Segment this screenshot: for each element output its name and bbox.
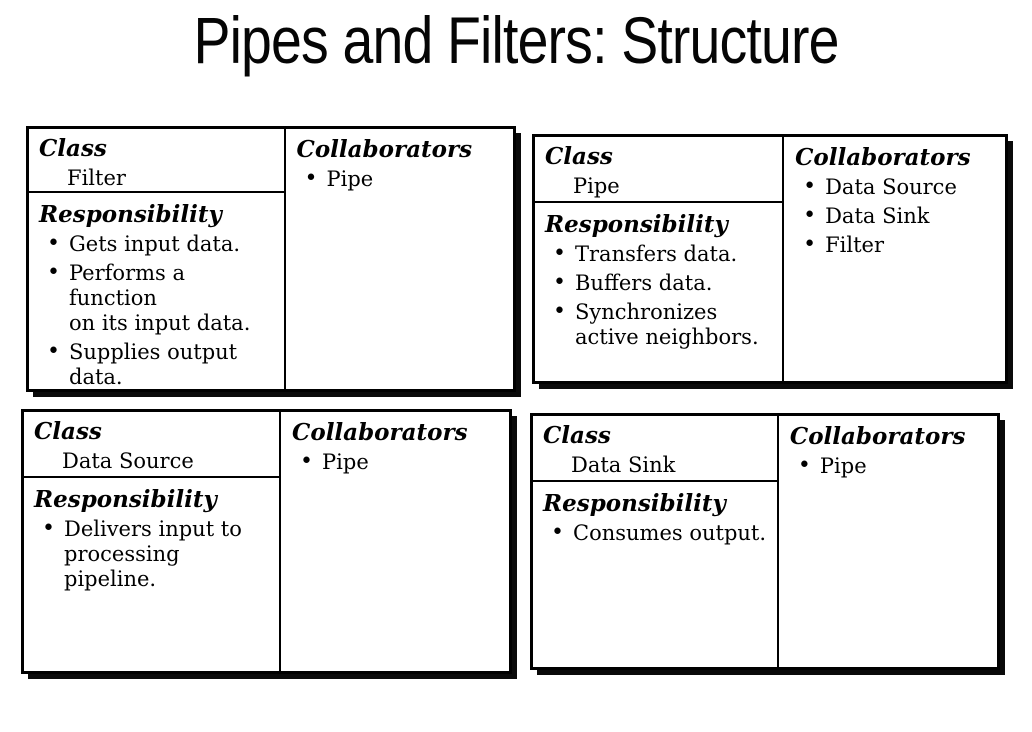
collaborators-section: Collaborators Data SourceData SinkFilter (784, 137, 1005, 381)
card-left-column: Class Pipe Responsibility Transfers data… (535, 137, 785, 381)
responsibility-heading: Responsibility (39, 201, 222, 228)
collaborator-item: Data Source (803, 174, 995, 200)
collaborator-item: Pipe (305, 166, 503, 192)
responsibility-section: Responsibility Transfers data. Buffers da… (535, 203, 782, 381)
responsibility-list: Transfers data. Buffers data. Synchronizes… (545, 241, 772, 350)
collaborators-list: Pipe (292, 449, 499, 475)
class-section: Class Data Source (24, 412, 280, 478)
class-name: Filter (67, 166, 126, 190)
class-name: Data Source (62, 449, 194, 473)
collaborator-item: Data Sink (803, 203, 995, 229)
collaborators-list: Pipe (790, 453, 987, 479)
responsibility-list: Delivers input to processing pipeline. (34, 516, 269, 592)
class-section: Class Filter (29, 129, 284, 193)
collaborators-heading: Collaborators (795, 144, 971, 171)
responsibility-item: Delivers input to processing pipeline. (42, 516, 269, 592)
responsibility-heading: Responsibility (543, 490, 726, 517)
card-left-column: Class Data Sink Responsibility Consumes … (533, 416, 779, 667)
collaborators-section: Collaborators Pipe (286, 129, 513, 389)
collaborators-heading: Collaborators (292, 419, 468, 446)
class-heading: Class (34, 418, 102, 445)
responsibility-item: Buffers data. (553, 270, 772, 296)
collaborators-heading: Collaborators (296, 136, 473, 163)
card-left-column: Class Data Source Responsibility Deliver… (24, 412, 282, 671)
responsibility-item: Gets input data. (47, 231, 274, 257)
crc-card-data-sink: Class Data Sink Responsibility Consumes … (530, 413, 1000, 670)
class-name: Pipe (573, 174, 620, 198)
class-section: Class Data Sink (533, 416, 777, 482)
collaborator-item: Filter (803, 232, 995, 258)
collaborators-list: Data SourceData SinkFilter (795, 174, 995, 258)
class-heading: Class (545, 143, 613, 170)
crc-card-pipe: Class Pipe Responsibility Transfers data… (532, 134, 1008, 384)
collaborators-list: Pipe (297, 166, 503, 192)
responsibility-list: Gets input data. Performs a function on i… (39, 231, 274, 390)
crc-card-filter: Class Filter Responsibility Gets input d… (26, 126, 516, 392)
collaborators-section: Collaborators Pipe (779, 416, 997, 667)
responsibility-list: Consumes output. (543, 520, 767, 546)
collaborators-heading: Collaborators (789, 423, 966, 450)
class-heading: Class (39, 135, 107, 162)
slide-title: Pipes and Filters: Structure (0, 0, 1032, 80)
collaborators-section: Collaborators Pipe (281, 412, 509, 671)
responsibility-section: Responsibility Consumes output. (533, 482, 777, 667)
responsibility-section: Responsibility Delivers input to process… (24, 478, 279, 671)
class-section: Class Pipe (535, 137, 783, 203)
responsibility-item: Consumes output. (551, 520, 767, 546)
responsibility-item: Synchronizes active neighbors. (553, 299, 772, 350)
responsibility-heading: Responsibility (545, 211, 728, 238)
slide-title-text: Pipes and Filters: Structure (193, 3, 839, 77)
collaborator-item: Pipe (300, 449, 499, 475)
crc-card-data-source: Class Data Source Responsibility Deliver… (21, 409, 512, 674)
responsibility-section: Responsibility Gets input data. Performs … (29, 193, 284, 400)
responsibility-heading: Responsibility (34, 486, 217, 513)
responsibility-item: Performs a function on its input data. (47, 260, 274, 336)
responsibility-item: Supplies output data. (47, 339, 274, 390)
class-heading: Class (543, 422, 611, 449)
collaborator-item: Pipe (798, 453, 987, 479)
responsibility-item: Transfers data. (553, 241, 772, 267)
card-left-column: Class Filter Responsibility Gets input d… (29, 129, 286, 389)
class-name: Data Sink (571, 453, 676, 477)
